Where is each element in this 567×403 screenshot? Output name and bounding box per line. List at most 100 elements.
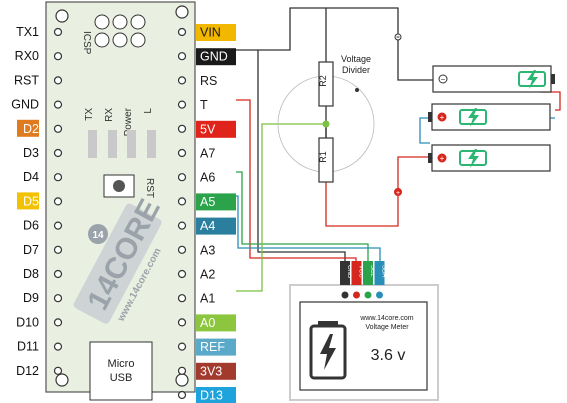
pin-highlight: [196, 387, 236, 403]
pin-hole-icon: [53, 173, 63, 182]
left-pin-label: GND: [11, 98, 39, 112]
pin-hole-icon: [53, 197, 63, 206]
meter-title: Voltage Meter: [365, 324, 409, 331]
meter-pin: GND: [340, 261, 352, 299]
left-pin-label: TX1: [16, 25, 39, 39]
positive-terminal-icon: [394, 188, 402, 196]
pin-hole-icon: [177, 124, 187, 133]
svg-text:−: −: [441, 75, 446, 84]
right-pin: VIN: [177, 24, 236, 41]
pin-hole-icon: [177, 100, 187, 109]
battery-body: [431, 103, 551, 131]
pin-hole-icon: [53, 100, 63, 109]
battery-positive-wire: [397, 156, 430, 190]
right-pin-label: A0: [200, 316, 215, 330]
a0-sense-wire: [236, 123, 326, 292]
right-pin: A2: [177, 268, 215, 282]
meter-pin: SCL: [363, 261, 375, 299]
divider-title-line1: Voltage: [341, 54, 371, 64]
right-pin-label: REF: [200, 340, 225, 354]
pin-hole-icon: [177, 221, 187, 230]
micro-usb-port: [89, 341, 153, 401]
sda-wire: [236, 195, 381, 262]
left-pin-label: D6: [23, 219, 39, 233]
logo-badge-icon: [88, 224, 108, 244]
left-pin: RST: [14, 73, 63, 87]
pin-hole-icon: [177, 342, 187, 351]
resistor-r1: [318, 137, 334, 183]
pin-highlight: [17, 192, 39, 210]
pin-highlight: [196, 193, 236, 211]
left-pin: D10: [16, 315, 63, 329]
right-pin-label: A4: [200, 219, 215, 233]
gnd-to-meter-wire: [257, 50, 346, 262]
battery-cell: +: [428, 103, 551, 131]
left-pin: D7: [23, 243, 63, 257]
meter-pin-label: VCC: [358, 265, 364, 278]
usb-label-line1: Micro: [108, 358, 135, 370]
svg-text:+: +: [440, 113, 445, 122]
pin-highlight: [196, 24, 236, 41]
left-pin-label: D5: [23, 194, 39, 208]
right-pin-label: GND: [200, 50, 228, 64]
positive-to-r1-wire: [325, 182, 399, 227]
led-label: Power: [123, 107, 134, 136]
left-pin: TX1: [16, 25, 63, 39]
left-pin: GND: [11, 98, 63, 112]
right-pin-label: 5V: [200, 122, 216, 136]
left-pin-label: D8: [23, 267, 39, 281]
meter-pin-dot-icon: [364, 291, 372, 299]
voltage-divider: R2 R1 Voltage Divider: [277, 33, 402, 183]
led-label: TX: [84, 108, 95, 121]
left-pin: D8: [23, 267, 63, 281]
right-pin-label: 3V3: [200, 364, 222, 378]
left-pin-label: D3: [23, 146, 39, 160]
left-pin: D12: [16, 364, 63, 378]
positive-terminal-icon: [437, 112, 447, 122]
pin-hole-icon: [53, 76, 63, 85]
right-pin: A3: [177, 243, 215, 257]
right-pin-label: T: [200, 98, 208, 112]
led-label: L: [143, 108, 154, 114]
status-led: RX: [104, 108, 117, 158]
led-icon: [88, 130, 97, 158]
svg-text:+: +: [440, 154, 445, 163]
right-pin: REF: [177, 338, 236, 356]
left-pin: D9: [23, 291, 63, 305]
right-pin-label: A6: [200, 171, 215, 185]
pin-hole-icon: [177, 269, 187, 279]
rst-label: RST: [144, 178, 155, 198]
r2-label: R2: [318, 75, 328, 87]
icsp-label: ICSP: [81, 31, 92, 55]
svg-text:+: +: [396, 190, 400, 197]
meter-pin: VCC: [351, 261, 364, 299]
status-led: TX: [84, 108, 97, 158]
right-pin-label: A2: [200, 268, 215, 282]
led-label: RX: [104, 108, 115, 122]
right-pin: GND: [177, 48, 236, 66]
right-pin-label: VIN: [200, 26, 221, 40]
battery-cell: +: [428, 144, 551, 172]
pin-hole-icon: [177, 197, 187, 206]
left-pin-label: D9: [23, 291, 39, 305]
pin-hole-icon: [177, 366, 187, 375]
left-pin: D11: [17, 340, 63, 354]
left-pin: D2: [17, 119, 63, 137]
pin-hole-icon: [53, 318, 63, 327]
gnd-wire: [236, 7, 399, 51]
mount-hole-icon: [175, 5, 189, 19]
left-pin-label: D12: [16, 364, 39, 378]
pin-hole-icon: [53, 27, 63, 37]
pin-hole-icon: [177, 318, 187, 327]
right-pin-label: RS: [200, 74, 217, 88]
pin-hole-icon: [53, 245, 63, 254]
pin-hole-icon: [53, 221, 63, 230]
pin-highlight: [196, 362, 236, 380]
mount-hole-icon: [55, 9, 69, 23]
right-pin: A6: [177, 171, 215, 185]
led-icon: [127, 130, 136, 158]
pin-hole-icon: [177, 52, 187, 61]
